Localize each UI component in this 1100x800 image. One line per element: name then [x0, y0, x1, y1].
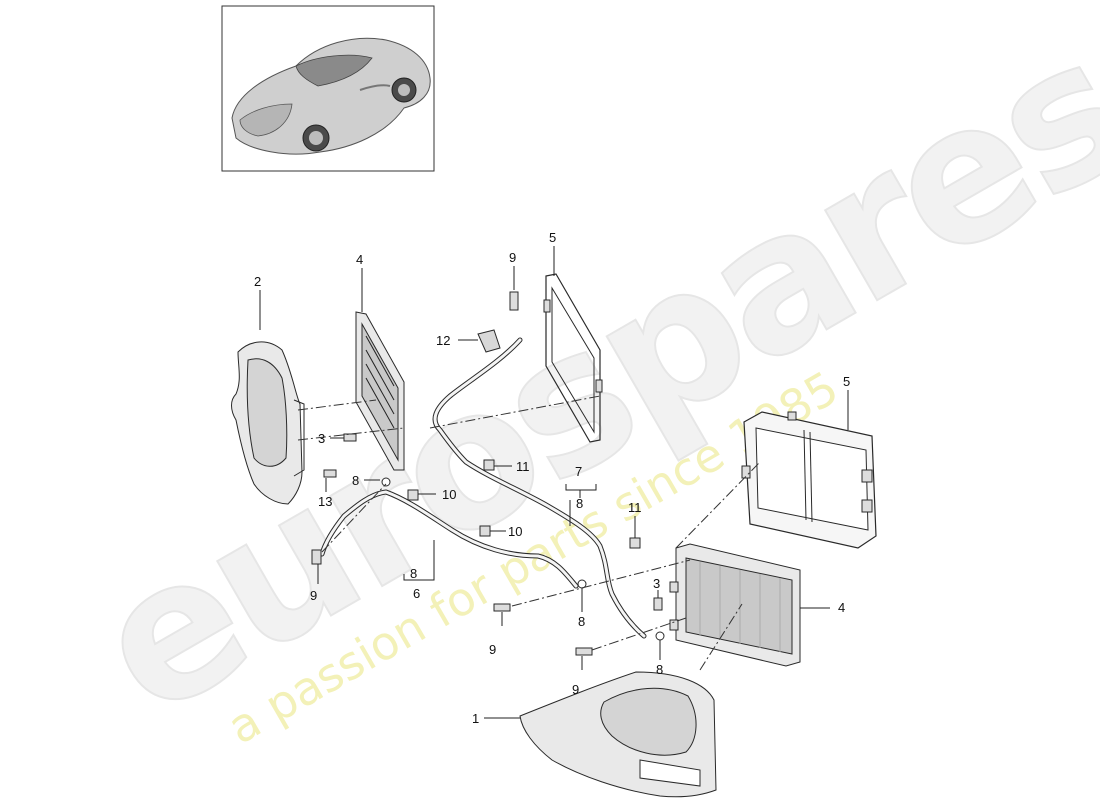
- bolt-9-middle[interactable]: [493, 603, 511, 612]
- callout-6[interactable]: 6: [413, 586, 420, 601]
- air-duct-lower[interactable]: [519, 671, 717, 798]
- callout-4-left[interactable]: 4: [356, 252, 363, 267]
- callout-8-bracket[interactable]: 8: [576, 496, 583, 511]
- callout-3-right[interactable]: 3: [653, 576, 660, 591]
- condenser-left[interactable]: [355, 311, 405, 471]
- callout-10-lower[interactable]: 10: [508, 524, 522, 539]
- callout-11-lower[interactable]: 11: [628, 500, 642, 515]
- callout-11-upper[interactable]: 11: [516, 459, 530, 474]
- callout-9-upper[interactable]: 9: [509, 250, 516, 265]
- bracket-12[interactable]: [477, 329, 501, 353]
- seal-8-left[interactable]: [381, 477, 391, 487]
- callout-8-left[interactable]: 8: [352, 473, 359, 488]
- watermark-brand: eurospares: [62, 0, 1100, 759]
- callout-12[interactable]: 12: [436, 333, 450, 348]
- frame-right[interactable]: [741, 411, 877, 549]
- callout-10-left[interactable]: 10: [442, 487, 456, 502]
- callout-5-right[interactable]: 5: [843, 374, 850, 389]
- callout-4-right[interactable]: 4: [838, 600, 845, 615]
- car-overview-icon: [231, 37, 431, 155]
- bolt-upper[interactable]: [509, 291, 519, 311]
- clip-10-lower[interactable]: [479, 525, 491, 537]
- clip-10-left[interactable]: [407, 489, 419, 501]
- callout-3-left[interactable]: 3: [318, 431, 325, 446]
- callout-13[interactable]: 13: [318, 494, 332, 509]
- callout-5-upper[interactable]: 5: [549, 230, 556, 245]
- condenser-right[interactable]: [669, 543, 801, 667]
- callout-8-middle[interactable]: 8: [578, 614, 585, 629]
- bolt-9-left[interactable]: [311, 549, 322, 565]
- clip-11-upper[interactable]: [483, 459, 495, 471]
- callout-2[interactable]: 2: [254, 274, 261, 289]
- callout-8-lower[interactable]: 8: [410, 566, 417, 581]
- watermark: eurospares a passion for parts since 198…: [61, 0, 1100, 760]
- alignment-lines: [297, 395, 761, 671]
- car-thumbnail[interactable]: [221, 5, 435, 172]
- bolt-3-right[interactable]: [653, 597, 663, 611]
- callout-9-right[interactable]: 9: [572, 682, 579, 697]
- bolt-13[interactable]: [323, 469, 337, 478]
- leader-lines: [259, 246, 849, 719]
- callouts: 2 4 5 9 12 3 11 8 10 13 7 8 5 11 10 8 6 …: [254, 230, 850, 726]
- callout-1[interactable]: 1: [472, 711, 479, 726]
- clip-11-lower[interactable]: [629, 537, 641, 549]
- frame-upper[interactable]: [543, 273, 603, 443]
- fasteners[interactable]: [311, 291, 665, 656]
- seal-8-right[interactable]: [655, 631, 665, 641]
- refrigerant-line-lower[interactable]: [319, 489, 579, 589]
- callout-9-middle[interactable]: 9: [489, 642, 496, 657]
- callout-9-left[interactable]: 9: [310, 588, 317, 603]
- callout-7[interactable]: 7: [575, 464, 582, 479]
- callout-8-right[interactable]: 8: [656, 662, 663, 677]
- bolt-9-right[interactable]: [575, 647, 593, 656]
- refrigerant-line-upper[interactable]: [432, 337, 647, 639]
- air-duct-left[interactable]: [231, 341, 305, 505]
- bolt-3-left[interactable]: [343, 433, 357, 442]
